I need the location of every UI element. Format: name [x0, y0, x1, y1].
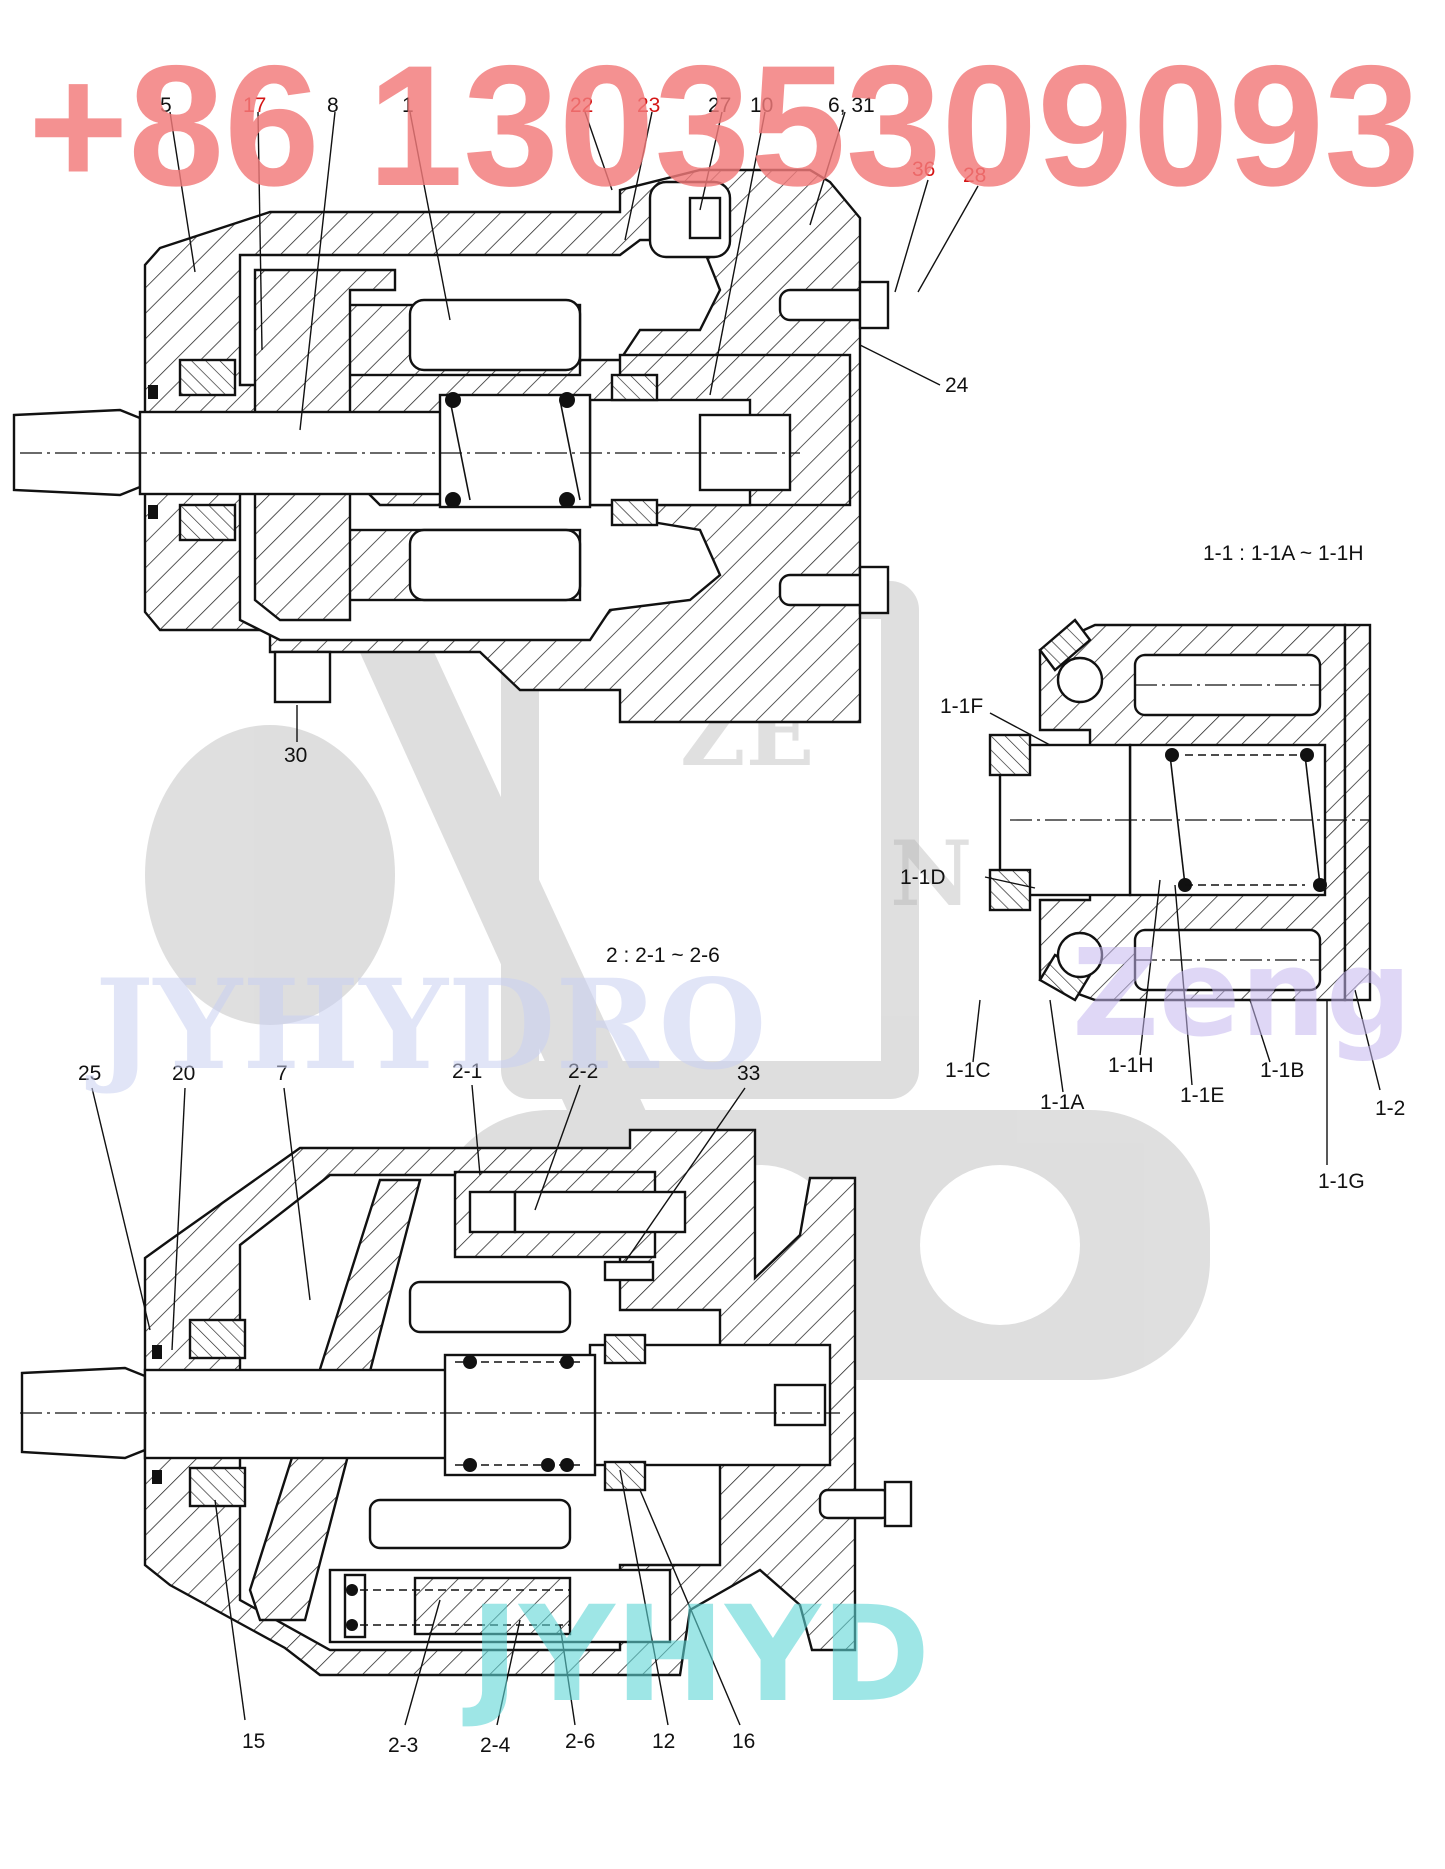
label-2-3: 2-3 — [388, 1734, 418, 1757]
label-12: 12 — [652, 1730, 675, 1753]
label-1-1F: 1-1F — [940, 695, 983, 718]
label-1-1D: 1-1D — [900, 866, 946, 889]
top-leader-lines — [169, 111, 979, 742]
label-1: 1 — [402, 94, 414, 117]
top-bearing-rear-upper — [610, 373, 659, 402]
label-7: 7 — [276, 1062, 288, 1085]
label-25: 25 — [78, 1062, 101, 1085]
label-1-1A: 1-1A — [1040, 1091, 1084, 1114]
bottom-shaft-end — [773, 1383, 827, 1427]
label-28: 28 — [963, 164, 986, 187]
label-27: 27 — [708, 94, 731, 117]
detail-ball-upper — [1056, 656, 1104, 704]
label-8: 8 — [327, 94, 339, 117]
label-17: 17 — [243, 94, 266, 117]
bottom-valve-spool — [468, 1190, 517, 1234]
label-23: 23 — [637, 94, 660, 117]
logo-wheel-3 — [920, 1165, 1080, 1325]
label-1-1C: 1-1C — [945, 1059, 991, 1082]
label-1-1H: 1-1H — [1108, 1054, 1154, 1077]
bottom-bolt — [818, 1488, 892, 1520]
label-24: 24 — [945, 374, 969, 397]
logo-bucket-shape — [145, 725, 395, 1025]
watermark-jyhyd: JYHYD — [462, 1578, 930, 1732]
label-20: 20 — [172, 1062, 195, 1085]
label-16: 16 — [732, 1730, 755, 1753]
detail-retainer-lower — [988, 868, 1032, 912]
bottom-spring-housing — [443, 1353, 597, 1477]
bottom-plug-33 — [603, 1260, 655, 1282]
label-2-4: 2-4 — [480, 1734, 511, 1757]
detail-end-plate — [1343, 623, 1372, 1002]
top-bearing-rear-lower — [610, 498, 659, 527]
label-1-1B: 1-1B — [1260, 1059, 1304, 1082]
label-22: 22 — [570, 94, 593, 117]
label-2-2: 2-2 — [568, 1060, 598, 1083]
top-bolt-lower-head — [858, 565, 890, 615]
watermark-zeng: Zeng — [1072, 925, 1412, 1064]
bottom-piston-lower — [368, 1498, 572, 1550]
bottom-leader-lines — [91, 1084, 746, 1726]
bottom-bearing-front-upper — [188, 1318, 247, 1360]
caption-bottom-view: 2 : 2-1 ~ 2-6 — [606, 944, 720, 967]
detail-retainer-upper — [988, 733, 1032, 777]
bottom-pump-section — [20, 1128, 913, 1677]
top-pump-section — [12, 168, 890, 724]
top-bolt-lower — [778, 573, 872, 607]
top-bearing-front-upper — [178, 358, 237, 397]
top-piston-upper-bore — [408, 298, 582, 372]
bottom-bearing-front-lower — [188, 1466, 247, 1508]
label-5: 5 — [160, 94, 172, 117]
bottom-valve-bore — [513, 1190, 687, 1234]
top-bolt-upper — [778, 288, 872, 322]
label-10: 10 — [750, 94, 773, 117]
top-piston-lower-bore — [408, 528, 582, 602]
label-15: 15 — [242, 1730, 265, 1753]
label-1-1E: 1-1E — [1180, 1084, 1224, 1107]
top-valve-27-core — [688, 196, 722, 240]
top-bolt-upper-head — [858, 280, 890, 330]
bottom-bolt-head — [883, 1480, 913, 1528]
label-1-1G: 1-1G — [1318, 1170, 1365, 1193]
detail-leader-lines — [972, 712, 1381, 1165]
detail-shoe-upper — [1038, 618, 1092, 672]
label-1-2: 1-2 — [1375, 1097, 1405, 1120]
detail-ball-lower — [1056, 931, 1104, 979]
caption-detail-1-1: 1-1 : 1-1A ~ 1-1H — [1203, 542, 1364, 565]
label-6-31: 6, 31 — [828, 94, 875, 117]
label-2-1: 2-1 — [452, 1060, 482, 1083]
watermark-jyhydro: JYHYDRO — [85, 953, 766, 1098]
bottom-bearing-rear-upper — [603, 1333, 647, 1365]
top-bearing-front-lower — [178, 503, 237, 542]
label-30: 30 — [284, 744, 307, 767]
watermark-phone-number: +86 13035309093 — [28, 30, 1420, 222]
label-36: 36 — [912, 158, 935, 181]
logo-letters-n: N — [890, 821, 972, 927]
top-drain-plug-30 — [273, 650, 332, 704]
bottom-piston-upper — [408, 1280, 572, 1334]
label-2-6: 2-6 — [565, 1730, 595, 1753]
bottom-bearing-rear-lower — [603, 1460, 647, 1492]
detail-cylinder-block-section — [988, 618, 1372, 1002]
label-33: 33 — [737, 1062, 760, 1085]
top-spring-housing — [438, 393, 592, 509]
